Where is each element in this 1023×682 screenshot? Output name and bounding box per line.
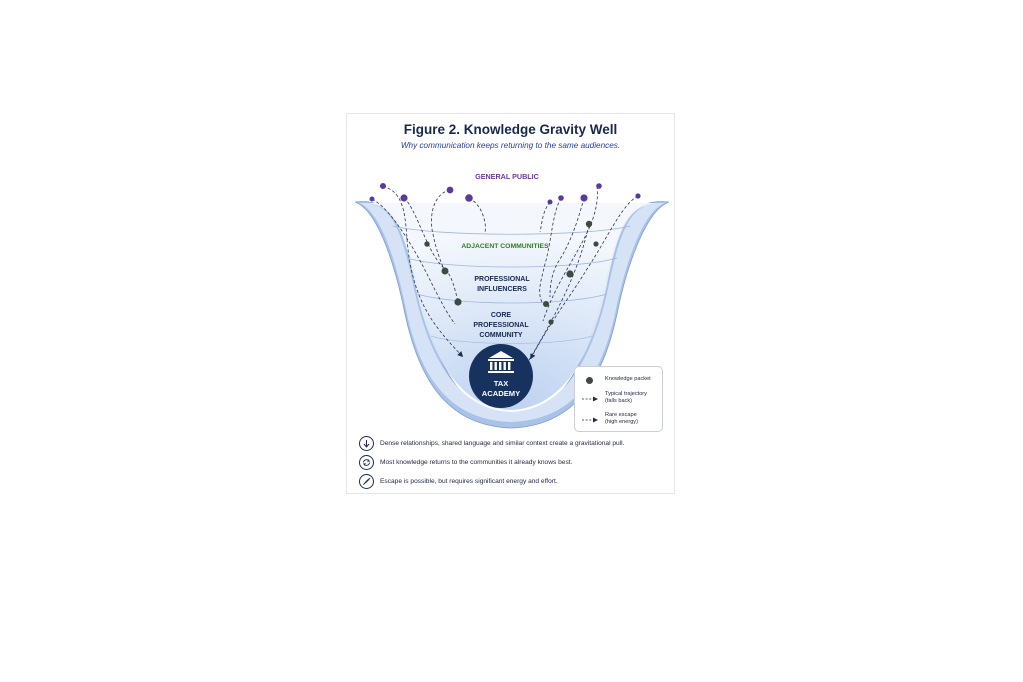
knowledge-packet bbox=[547, 199, 553, 205]
trajectory-path bbox=[528, 224, 590, 361]
institution-icon bbox=[488, 351, 514, 373]
knowledge-packet bbox=[596, 183, 602, 189]
knowledge-packet bbox=[580, 194, 588, 202]
contour-line-core bbox=[416, 293, 608, 304]
level-label-core-line: PROFESSIONAL bbox=[473, 322, 529, 329]
trajectories bbox=[371, 185, 639, 361]
trajectory-path bbox=[431, 189, 451, 273]
legend-label: (falls back) bbox=[605, 398, 633, 404]
knowledge-packet bbox=[558, 195, 564, 201]
legend-text-block: Typical trajectory (falls back) bbox=[605, 391, 647, 405]
trajectory-path bbox=[539, 201, 551, 233]
note-text: Escape is possible, but requires signifi… bbox=[380, 478, 558, 485]
legend-label: Knowledge packet bbox=[605, 376, 651, 382]
knowledge-packet bbox=[441, 267, 449, 275]
legend-item-escape: Rare escape (high energy) bbox=[581, 412, 638, 426]
packet-swatch bbox=[581, 376, 599, 386]
note-text: Most knowledge returns to the communitie… bbox=[380, 459, 573, 466]
trajectory-path bbox=[542, 185, 598, 322]
knowledge-packet bbox=[380, 183, 386, 189]
level-label-adjacent: ADJACENT COMMUNITIES bbox=[461, 243, 549, 250]
note-item: Most knowledge returns to the communitie… bbox=[359, 455, 572, 470]
packets-dark bbox=[424, 220, 599, 325]
rocket-icon bbox=[359, 474, 374, 489]
note-item: Escape is possible, but requires signifi… bbox=[359, 474, 558, 489]
knowledge-packet bbox=[543, 301, 549, 307]
knowledge-packet bbox=[593, 241, 599, 247]
dashed-arrow-icon bbox=[581, 412, 599, 423]
level-label-core-line: COMMUNITY bbox=[479, 332, 522, 339]
tax-academy-circle bbox=[469, 344, 533, 408]
knowledge-packet bbox=[454, 298, 462, 306]
level-label-core-line: CORE bbox=[491, 312, 512, 319]
note-item: Dense relationships, shared language and… bbox=[359, 436, 624, 451]
legend-label: Typical trajectory bbox=[605, 391, 647, 397]
legend-label: Rare escape bbox=[605, 412, 637, 418]
knowledge-packet bbox=[369, 196, 375, 202]
legend-item-typical: Typical trajectory (falls back) bbox=[581, 391, 647, 405]
trajectory-path bbox=[403, 197, 459, 303]
figure-subtitle: Why communication keeps returning to the… bbox=[400, 141, 621, 150]
level-label-general-public: GENERAL PUBLIC bbox=[475, 172, 539, 181]
knowledge-packet bbox=[548, 319, 554, 325]
level-label-influencers: PROFESSIONAL INFLUENCERS bbox=[474, 276, 530, 293]
figure-title: Figure 2. Knowledge Gravity Well bbox=[403, 122, 618, 137]
well-interior bbox=[361, 203, 663, 410]
center-label-line: TAX bbox=[494, 379, 509, 388]
trajectory-path bbox=[468, 197, 486, 233]
legend-label: (high energy) bbox=[605, 419, 638, 425]
down-arrow-icon bbox=[359, 436, 374, 451]
trajectory-path bbox=[549, 197, 585, 298]
figure-card: Figure 2. Knowledge Gravity Well Why com… bbox=[346, 113, 675, 494]
knowledge-packet bbox=[465, 194, 473, 202]
level-label-influencers-line: PROFESSIONAL bbox=[474, 276, 530, 283]
legend-item-packet: Knowledge packet bbox=[581, 376, 651, 386]
level-label-influencers-line: INFLUENCERS bbox=[477, 286, 527, 293]
level-label-core: CORE PROFESSIONAL COMMUNITY bbox=[473, 312, 529, 339]
trajectory-path bbox=[539, 197, 562, 305]
legend: Knowledge packet Typical trajectory (fal… bbox=[574, 366, 663, 432]
trajectory-path bbox=[382, 185, 464, 358]
contour-line-adjacent bbox=[392, 225, 631, 235]
contour-line-influencers bbox=[406, 257, 618, 268]
knowledge-packet bbox=[566, 270, 574, 278]
trajectory-path bbox=[530, 195, 639, 360]
knowledge-packet bbox=[400, 194, 408, 202]
knowledge-packet bbox=[446, 186, 454, 194]
knowledge-packet bbox=[424, 241, 430, 247]
packets-purple bbox=[369, 183, 641, 205]
note-text: Dense relationships, shared language and… bbox=[380, 440, 625, 447]
legend-text-block: Rare escape (high energy) bbox=[605, 412, 638, 426]
knowledge-packet bbox=[635, 193, 641, 199]
center-label-line: ACADEMY bbox=[482, 389, 520, 398]
dashed-arrow-icon bbox=[581, 391, 599, 402]
trajectory-path bbox=[371, 198, 456, 325]
cycle-icon bbox=[359, 455, 374, 470]
knowledge-packet bbox=[585, 220, 593, 228]
